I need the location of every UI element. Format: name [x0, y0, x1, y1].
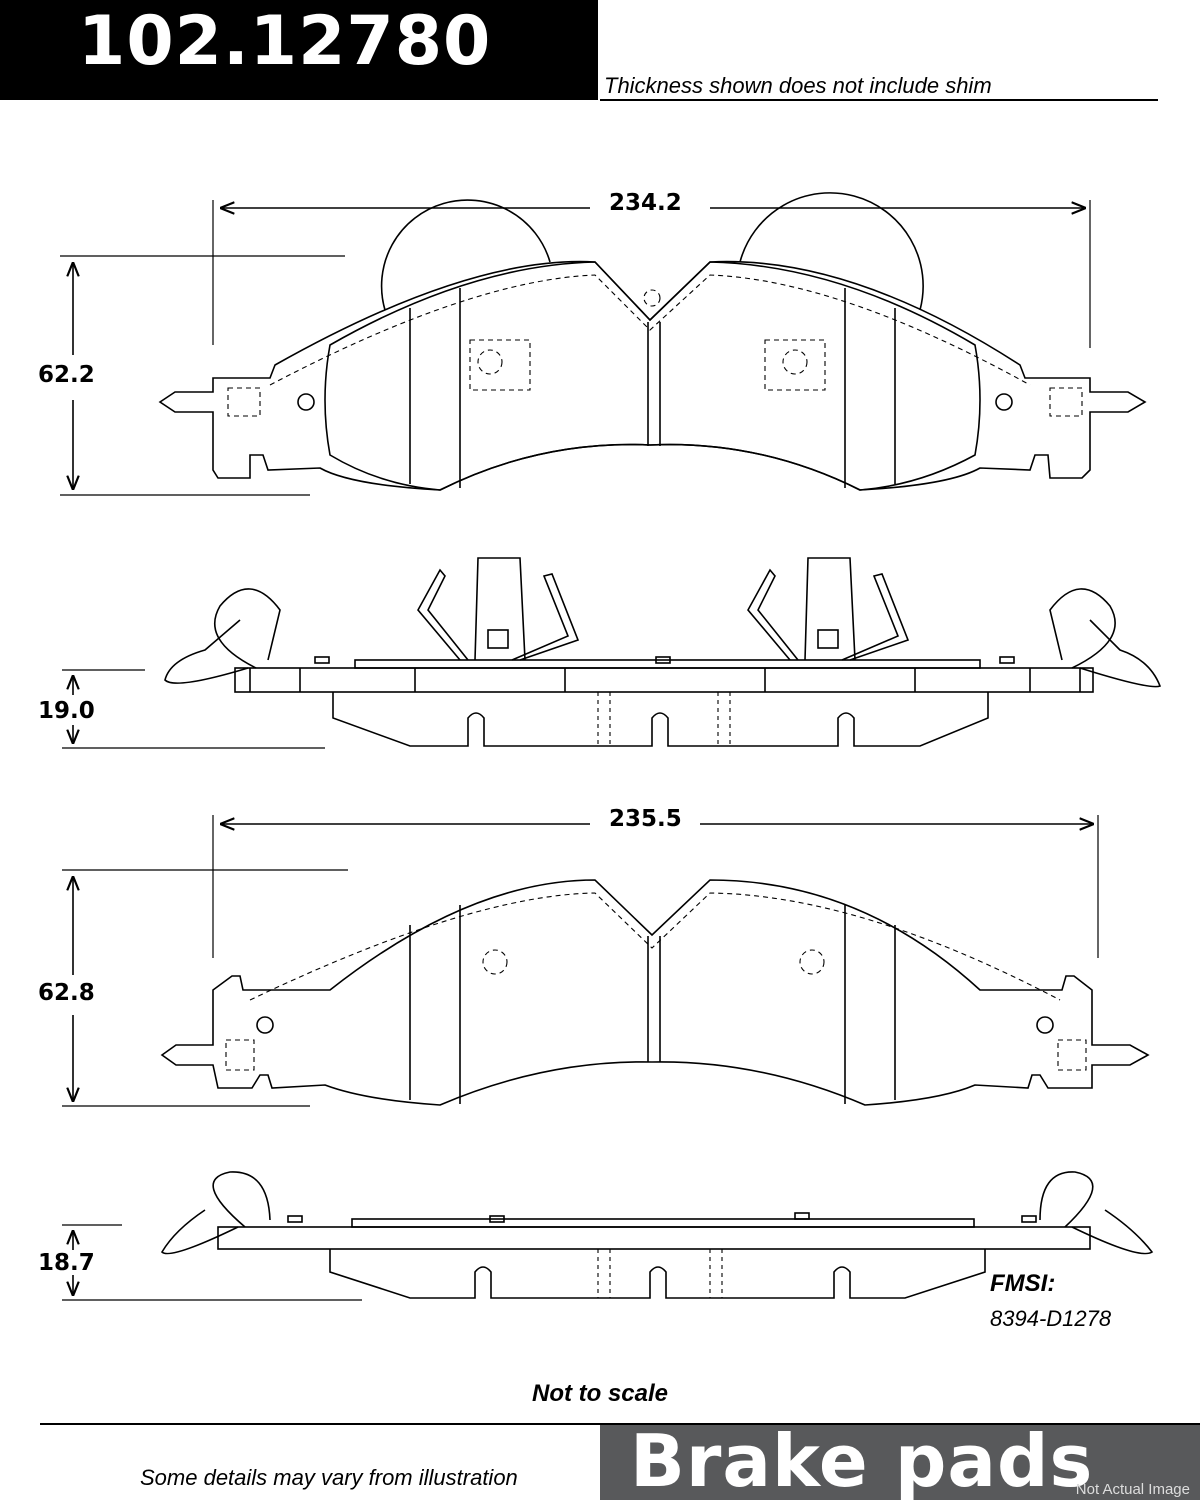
outer-thickness-label: 19.0	[38, 698, 95, 724]
fmsi-label: FMSI:	[990, 1270, 1056, 1297]
outer-height-label: 62.2	[38, 362, 95, 388]
inner-height-label: 62.8	[38, 980, 95, 1006]
fmsi-code: 8394-D1278	[990, 1306, 1112, 1331]
inner-width-label: 235.5	[605, 806, 686, 832]
footer-divider	[40, 1423, 1200, 1425]
scale-note: Not to scale	[531, 1380, 669, 1407]
part-number: 102.12780	[78, 2, 492, 81]
outer-height-dimension	[60, 255, 345, 496]
part-number-banner: 102.12780	[0, 0, 598, 100]
outer-width-label: 234.2	[605, 190, 686, 216]
inner-width-dimension	[212, 815, 1099, 958]
inner-height-dimension	[62, 869, 348, 1107]
thickness-note: Thickness shown does not include shim	[604, 73, 992, 98]
outer-pad-side-view	[164, 557, 1162, 747]
inner-thickness-label: 18.7	[38, 1250, 95, 1276]
inner-pad-side-view	[160, 1171, 1154, 1299]
outer-thickness-dimension	[62, 669, 325, 749]
header-divider	[600, 99, 1158, 101]
inner-pad-front-view	[160, 879, 1150, 1106]
outer-width-dimension	[212, 200, 1091, 348]
category-title: Brake pads	[630, 1419, 1094, 1503]
illustration-note: Some details may vary from illustration	[140, 1465, 518, 1490]
category-banner: Brake pads Not Actual Image	[600, 1419, 1200, 1503]
inner-thickness-dimension	[62, 1224, 362, 1301]
image-disclaimer: Not Actual Image	[1075, 1481, 1190, 1498]
outer-pad-front-view	[158, 192, 1147, 491]
